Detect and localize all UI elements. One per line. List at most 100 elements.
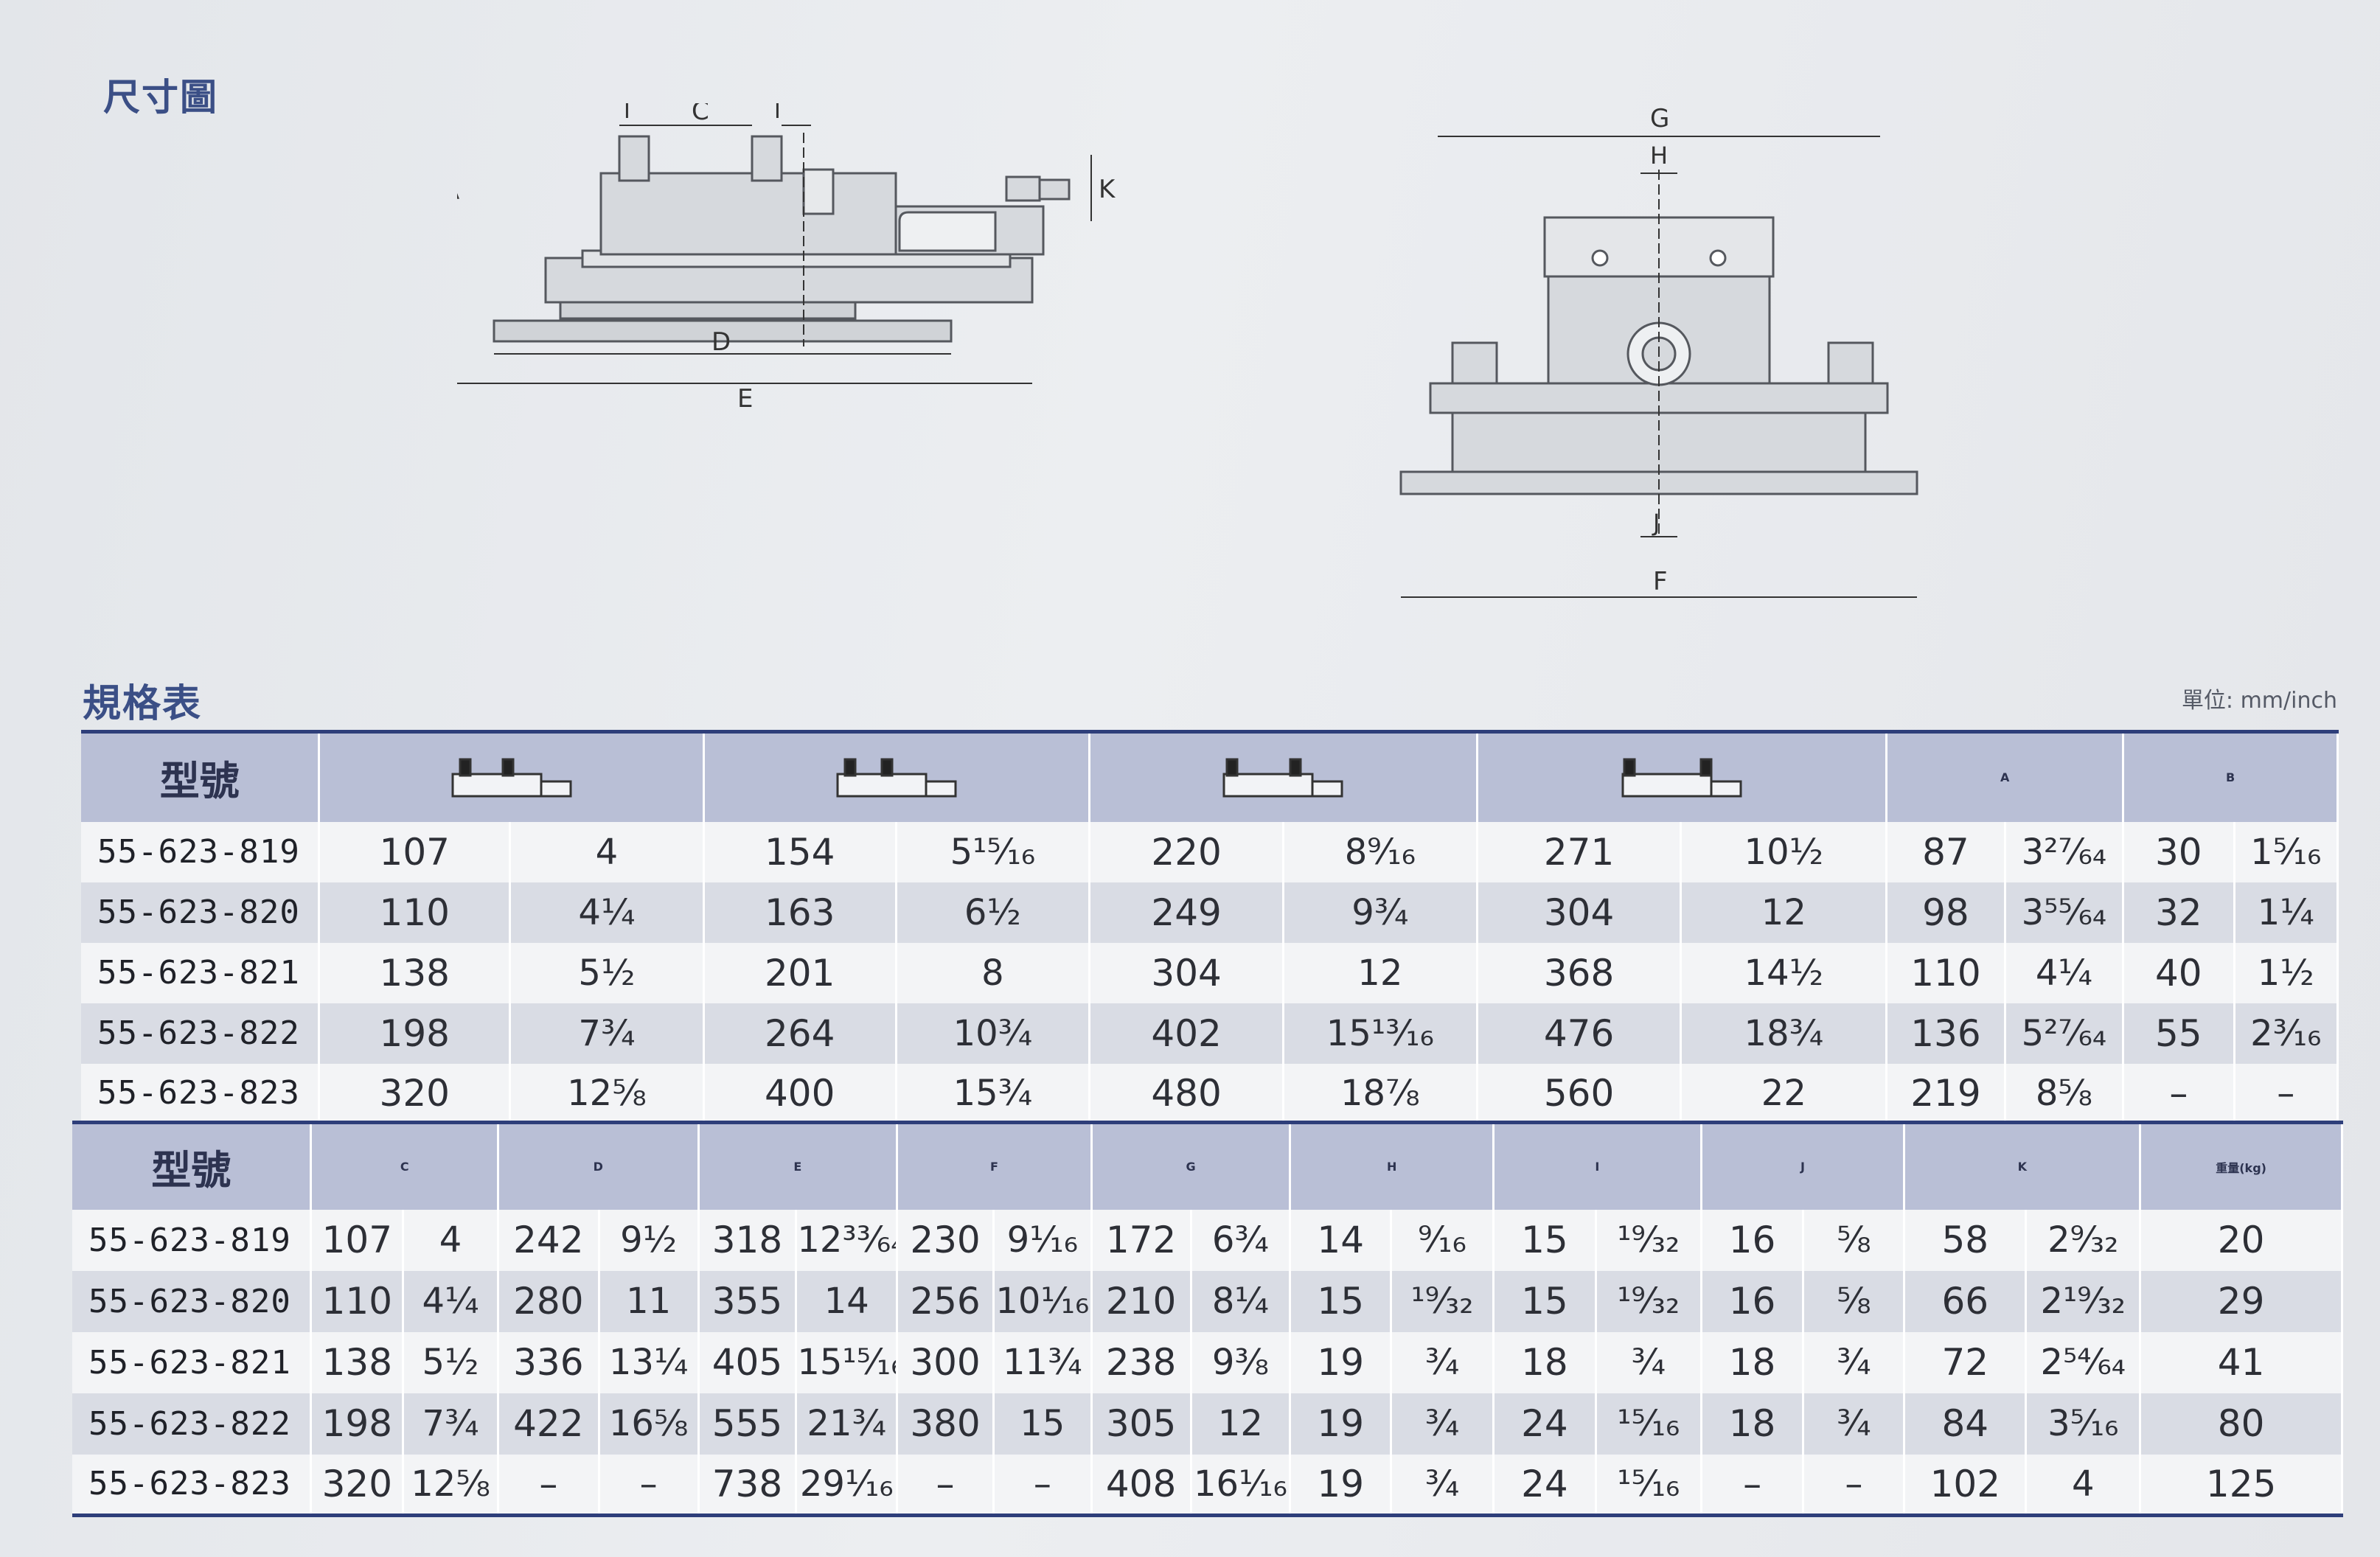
cell-fmm: 300: [897, 1331, 995, 1393]
cell-c1mm: 198: [319, 1003, 512, 1064]
cell-c3mm: 402: [1089, 1003, 1284, 1064]
cell-c4mm: 368: [1477, 942, 1683, 1003]
cell-c1mm: 107: [319, 821, 512, 882]
cell-c3in: 15¹³⁄₁₆: [1283, 1003, 1478, 1064]
cell-fin: 10¹⁄₁₆: [993, 1270, 1093, 1332]
cell-jin: ¾: [1803, 1331, 1906, 1393]
cell-c2mm: 201: [703, 942, 897, 1003]
header-k: K: [1904, 1122, 2142, 1210]
cell-c3in: 12: [1283, 942, 1478, 1003]
cell-fin: –: [993, 1454, 1093, 1516]
cell-hin: ¾: [1391, 1454, 1495, 1516]
cell-gin: 6¾: [1191, 1209, 1292, 1271]
cell-amm: 136: [1886, 1003, 2006, 1064]
label-i-right: I: [774, 103, 781, 124]
dimension-drawing-title: 尺寸圖: [103, 76, 218, 119]
cell-bin: 1¼: [2234, 882, 2339, 943]
cell-cmm: 198: [310, 1393, 405, 1455]
cell-dmm: 242: [498, 1209, 600, 1271]
cell-c4in: 12: [1680, 882, 1888, 943]
cell-imm: 15: [1493, 1209, 1597, 1271]
cell-bin: –: [2234, 1063, 2339, 1124]
cell-emm: 405: [698, 1331, 798, 1393]
header-g: G: [1091, 1122, 1292, 1210]
cell-ein: 21¾: [796, 1393, 899, 1455]
cell-jin: ⅝: [1803, 1209, 1906, 1271]
header-model: 型號: [72, 1122, 313, 1210]
cell-c1mm: 110: [319, 882, 512, 943]
cell-c4in: 18¾: [1680, 1003, 1888, 1064]
cell-c4mm: 304: [1477, 882, 1683, 943]
label-e: E: [737, 384, 753, 414]
cell-ain: 3⁵⁵⁄₆₄: [2005, 882, 2125, 943]
cell-c1in: 12⅝: [509, 1063, 705, 1124]
cell-imm: 24: [1493, 1393, 1597, 1455]
cell-model: 55-623-823: [72, 1454, 313, 1516]
cell-c3mm: 480: [1089, 1063, 1284, 1124]
cell-dmm: –: [498, 1454, 600, 1516]
cell-emm: 555: [698, 1393, 798, 1455]
cell-model: 55-623-821: [72, 1331, 313, 1393]
cell-w: 125: [2140, 1454, 2343, 1516]
header-h: H: [1290, 1122, 1495, 1210]
cell-w: 20: [2140, 1209, 2343, 1271]
cell-ain: 5²⁷⁄₆₄: [2005, 1003, 2125, 1064]
cell-c4in: 14½: [1680, 942, 1888, 1003]
cell-gmm: 172: [1091, 1209, 1192, 1271]
cell-c4in: 10½: [1680, 821, 1888, 882]
cell-c2mm: 154: [703, 821, 897, 882]
label-g: G: [1650, 104, 1669, 133]
side-view-drawing: A B C I I D E K: [457, 103, 1116, 414]
cell-hmm: 15: [1290, 1270, 1393, 1332]
cell-model: 55-623-821: [81, 942, 321, 1003]
cell-bmm: 55: [2123, 1003, 2235, 1064]
cell-kmm: 72: [1904, 1331, 2028, 1393]
cell-bin: 1⁵⁄₁₆: [2234, 821, 2339, 882]
cell-c2in: 10¾: [896, 1003, 1091, 1064]
cell-cin: 5½: [403, 1331, 499, 1393]
header-a: A: [1886, 731, 2125, 822]
header-b: B: [2123, 731, 2339, 822]
cell-bin: 1½: [2234, 942, 2339, 1003]
cell-fmm: 230: [897, 1209, 995, 1271]
cell-kin: 3⁵⁄₁₆: [2025, 1393, 2142, 1455]
cell-imm: 24: [1493, 1454, 1597, 1516]
cell-c3in: 8⁹⁄₁₆: [1283, 821, 1478, 882]
cell-amm: 219: [1886, 1063, 2006, 1124]
label-a: A: [457, 176, 459, 206]
cell-model: 55-623-822: [72, 1393, 313, 1455]
cell-c3mm: 304: [1089, 942, 1284, 1003]
cell-w: 80: [2140, 1393, 2343, 1455]
cell-ein: 12³³⁄₆₄: [796, 1209, 899, 1271]
cell-gmm: 210: [1091, 1270, 1192, 1332]
cell-c2in: 15¾: [896, 1063, 1091, 1124]
cell-hin: ⁹⁄₁₆: [1391, 1209, 1495, 1271]
cell-jmm: –: [1701, 1454, 1805, 1516]
label-f: F: [1653, 567, 1668, 596]
cell-iin: ¹⁵⁄₁₆: [1596, 1454, 1702, 1516]
header-j: J: [1701, 1122, 1906, 1210]
cell-fmm: –: [897, 1454, 995, 1516]
cell-iin: ¹⁹⁄₃₂: [1596, 1209, 1702, 1271]
cell-jmm: 18: [1701, 1393, 1805, 1455]
front-view-drawing: G H J F: [1399, 104, 1918, 598]
cell-gin: 8¼: [1191, 1270, 1292, 1332]
cell-fin: 9¹⁄₁₆: [993, 1209, 1093, 1271]
cell-c1mm: 320: [319, 1063, 512, 1124]
cell-ein: 15¹⁵⁄₁₆: [796, 1331, 899, 1393]
cell-kin: 2⁵⁴⁄₆₄: [2025, 1331, 2142, 1393]
cell-jin: ⅝: [1803, 1270, 1906, 1332]
cell-gmm: 408: [1091, 1454, 1192, 1516]
cell-bmm: 30: [2123, 821, 2235, 882]
cell-jmm: 16: [1701, 1270, 1805, 1332]
cell-w: 41: [2140, 1331, 2343, 1393]
cell-fmm: 380: [897, 1393, 995, 1455]
cell-gin: 12: [1191, 1393, 1292, 1455]
